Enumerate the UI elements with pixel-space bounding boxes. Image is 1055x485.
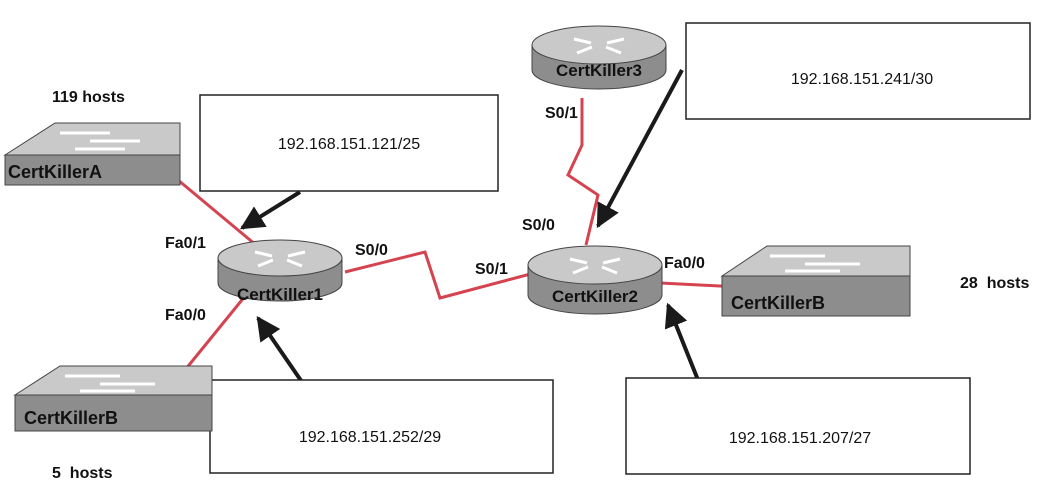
interface-r1-fa01: Fa0/1: [165, 235, 206, 252]
interface-r3-s01: S0/1: [545, 105, 578, 122]
serial-link-r1-r2: [344, 250, 539, 300]
links: [177, 98, 741, 371]
arrow-bottom-left: [256, 316, 304, 384]
interface-r2-s00: S0/0: [522, 217, 555, 234]
router-certkiller1-label: CertKiller1: [237, 285, 323, 304]
router-certkiller2-label: CertKiller2: [552, 287, 638, 306]
arrow-bottom-right: [664, 302, 700, 381]
host-count-switch-b-right: 28 hosts: [960, 275, 1029, 292]
host-count-switch-a: 119 hosts: [52, 89, 125, 106]
interface-r1-fa00: Fa0/0: [165, 307, 206, 324]
router-arrows-icon: [569, 257, 621, 275]
switch-certkiller-b-left-label: CertKillerB: [24, 408, 118, 428]
switch-certkiller-a: CertKillerA: [3, 122, 181, 186]
link-switch-a-r1: [177, 178, 263, 252]
switch-certkiller-b-right: CertKillerB: [720, 245, 911, 317]
interface-r2-fa00: Fa0/0: [664, 255, 705, 272]
switch-certkiller-a-label: CertKillerA: [8, 162, 102, 182]
switch-arrows-icon: [60, 131, 140, 151]
router-arrows-icon: [254, 250, 306, 268]
router-certkiller3: CertKiller3: [531, 25, 667, 90]
link-r1-switch-b-left: [183, 289, 252, 371]
arrow-top-right: [596, 69, 684, 229]
host-count-switch-b-left: 5 hosts: [52, 465, 113, 482]
router-certkiller1: CertKiller1: [217, 239, 343, 304]
switch-arrows-icon: [65, 374, 155, 393]
address-top-right-text: 192.168.151.241/30: [791, 71, 933, 88]
address-bottom-left-text: 192.168.151.252/29: [299, 429, 441, 446]
switch-arrows-icon: [770, 254, 860, 273]
router-certkiller2: CertKiller2: [527, 245, 663, 315]
router-certkiller3-label: CertKiller3: [556, 61, 642, 80]
interface-r2-s01: S0/1: [475, 261, 508, 278]
address-box-top-left: 192.168.151.121/25: [199, 94, 499, 192]
address-bottom-right-text: 192.168.151.207/27: [729, 430, 871, 447]
address-box-top-right: 192.168.151.241/30: [685, 22, 1031, 120]
switch-certkiller-b-left: CertKillerB: [13, 365, 213, 432]
arrows: [239, 69, 700, 384]
address-box-bottom-right: 192.168.151.207/27: [625, 377, 971, 475]
address-top-left-text: 192.168.151.121/25: [278, 136, 420, 153]
interface-r1-s00: S0/0: [355, 242, 388, 259]
arrow-top-left: [239, 190, 302, 230]
router-arrows-icon: [573, 37, 625, 55]
address-box-bottom-left: 192.168.151.252/29: [209, 379, 554, 474]
serial-link-r2-r3: [566, 98, 600, 246]
switch-certkiller-b-right-label: CertKillerB: [731, 293, 825, 313]
